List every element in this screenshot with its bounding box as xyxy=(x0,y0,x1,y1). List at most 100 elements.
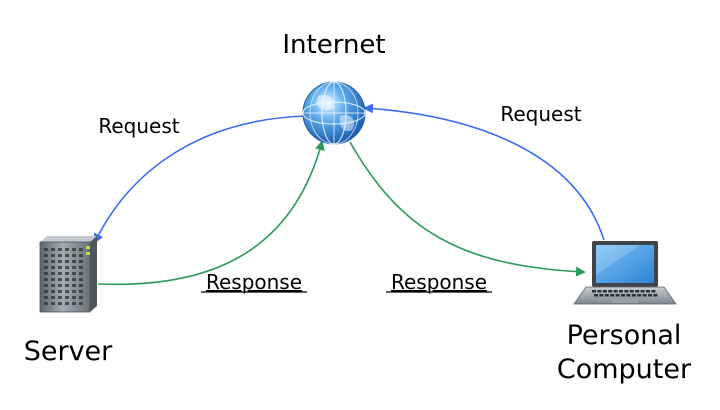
server-grid-cell xyxy=(51,266,55,269)
keyboard-key xyxy=(635,290,640,293)
computer-label-line2: Computer xyxy=(557,354,692,385)
server-grid-cell xyxy=(65,278,69,281)
server-grid-cell xyxy=(65,302,69,305)
server-grid-cell xyxy=(72,278,76,281)
keyboard-key xyxy=(653,294,658,297)
server-grid-cell xyxy=(58,266,62,269)
keyboard-key xyxy=(646,290,650,293)
server-grid-cell xyxy=(44,302,48,305)
keyboard-key xyxy=(615,294,620,297)
server-grid-cell xyxy=(79,296,83,299)
server-grid-cell xyxy=(51,260,55,263)
internet-label: Internet xyxy=(282,30,385,60)
server-grid-cell xyxy=(65,272,69,275)
server-label: Server xyxy=(24,336,113,367)
server-grid-cell xyxy=(79,278,83,281)
server-grid-cell xyxy=(44,266,48,269)
keyboard-key xyxy=(599,294,604,297)
server-grid-cell xyxy=(79,302,83,305)
server-grid-cell xyxy=(51,302,55,305)
computer-label-line1: Personal xyxy=(567,320,682,351)
server-grid-cell xyxy=(72,254,76,257)
server-grid-cell xyxy=(72,266,76,269)
keyboard-key xyxy=(637,294,642,297)
keyboard-key xyxy=(648,294,652,297)
server-grid-cell xyxy=(58,260,62,263)
keyboard-key xyxy=(608,290,613,293)
server-grid-cell xyxy=(44,278,48,281)
server-grid-cell xyxy=(65,290,69,293)
keyboard-key xyxy=(594,294,598,297)
server-grid-cell xyxy=(72,272,76,275)
keyboard-key xyxy=(640,290,645,293)
keyboard-key xyxy=(626,294,631,297)
keyboard-key xyxy=(613,290,618,293)
server-request-arrow xyxy=(94,115,306,244)
keyboard-key xyxy=(624,290,629,293)
keyboard-key xyxy=(651,290,656,293)
server-grid-cell xyxy=(51,284,55,287)
server-grid-cell xyxy=(58,248,62,251)
server-grid-cell xyxy=(51,272,55,275)
server-grid-cell xyxy=(51,290,55,293)
server-grid-cell xyxy=(65,248,69,251)
server-grid-cell xyxy=(44,296,48,299)
server-grid-cell xyxy=(65,266,69,269)
computer-response-label: Response xyxy=(391,270,487,294)
server-grid-cell xyxy=(44,248,48,251)
keyboard-key xyxy=(597,290,602,293)
server-grid-cell xyxy=(72,296,76,299)
server-grid-cell xyxy=(51,248,55,251)
server-grid-cell xyxy=(72,302,76,305)
server-grid-cell xyxy=(65,260,69,263)
server-grid-cell xyxy=(58,302,62,305)
server-grid-cell xyxy=(58,254,62,257)
server-grid-cell xyxy=(79,266,83,269)
server-grid-cell xyxy=(72,290,76,293)
server-grid-cell xyxy=(79,260,83,263)
computer-request-label: Request xyxy=(500,102,581,126)
server-grid-cell xyxy=(44,260,48,263)
keyboard-key xyxy=(629,290,634,293)
server-grid-cell xyxy=(44,272,48,275)
server-grid-cell xyxy=(44,284,48,287)
keyboard-key xyxy=(604,294,609,297)
keyboard-key xyxy=(619,290,623,293)
server-grid-cell xyxy=(51,254,55,257)
server-grid-cell xyxy=(79,272,83,275)
server-grid-cell xyxy=(58,296,62,299)
globe-icon xyxy=(302,81,366,145)
server-request-label: Request xyxy=(98,114,179,138)
server-icon xyxy=(39,236,97,313)
server-grid-cell xyxy=(51,296,55,299)
keyboard-key xyxy=(592,290,596,293)
server-grid-cell xyxy=(58,278,62,281)
server-grid-cell xyxy=(79,284,83,287)
server-grid-cell xyxy=(72,260,76,263)
keyboard-key xyxy=(621,294,625,297)
keyboard-key xyxy=(602,290,607,293)
server-grid-cell xyxy=(65,296,69,299)
laptop-icon xyxy=(573,241,677,305)
server-grid-cell xyxy=(44,254,48,257)
keyboard-key xyxy=(610,294,615,297)
computer-response-arrow xyxy=(349,141,586,277)
server-grid-cell xyxy=(65,254,69,257)
server-response-arrow xyxy=(97,140,325,286)
server-grid-cell xyxy=(65,284,69,287)
keyboard-key xyxy=(631,294,636,297)
server-grid-cell xyxy=(58,290,62,293)
server-grid-cell xyxy=(72,284,76,287)
server-grid-cell xyxy=(44,290,48,293)
server-grid-cell xyxy=(51,278,55,281)
server-grid-cell xyxy=(79,254,83,257)
keyboard-key xyxy=(642,294,647,297)
server-response-label: Response xyxy=(206,270,302,294)
server-grid-cell xyxy=(58,272,62,275)
server-grid-cell xyxy=(79,248,83,251)
server-grid-cell xyxy=(58,284,62,287)
server-grid-cell xyxy=(79,290,83,293)
computer-request-arrow xyxy=(363,103,605,241)
server-grid-cell xyxy=(72,248,76,251)
